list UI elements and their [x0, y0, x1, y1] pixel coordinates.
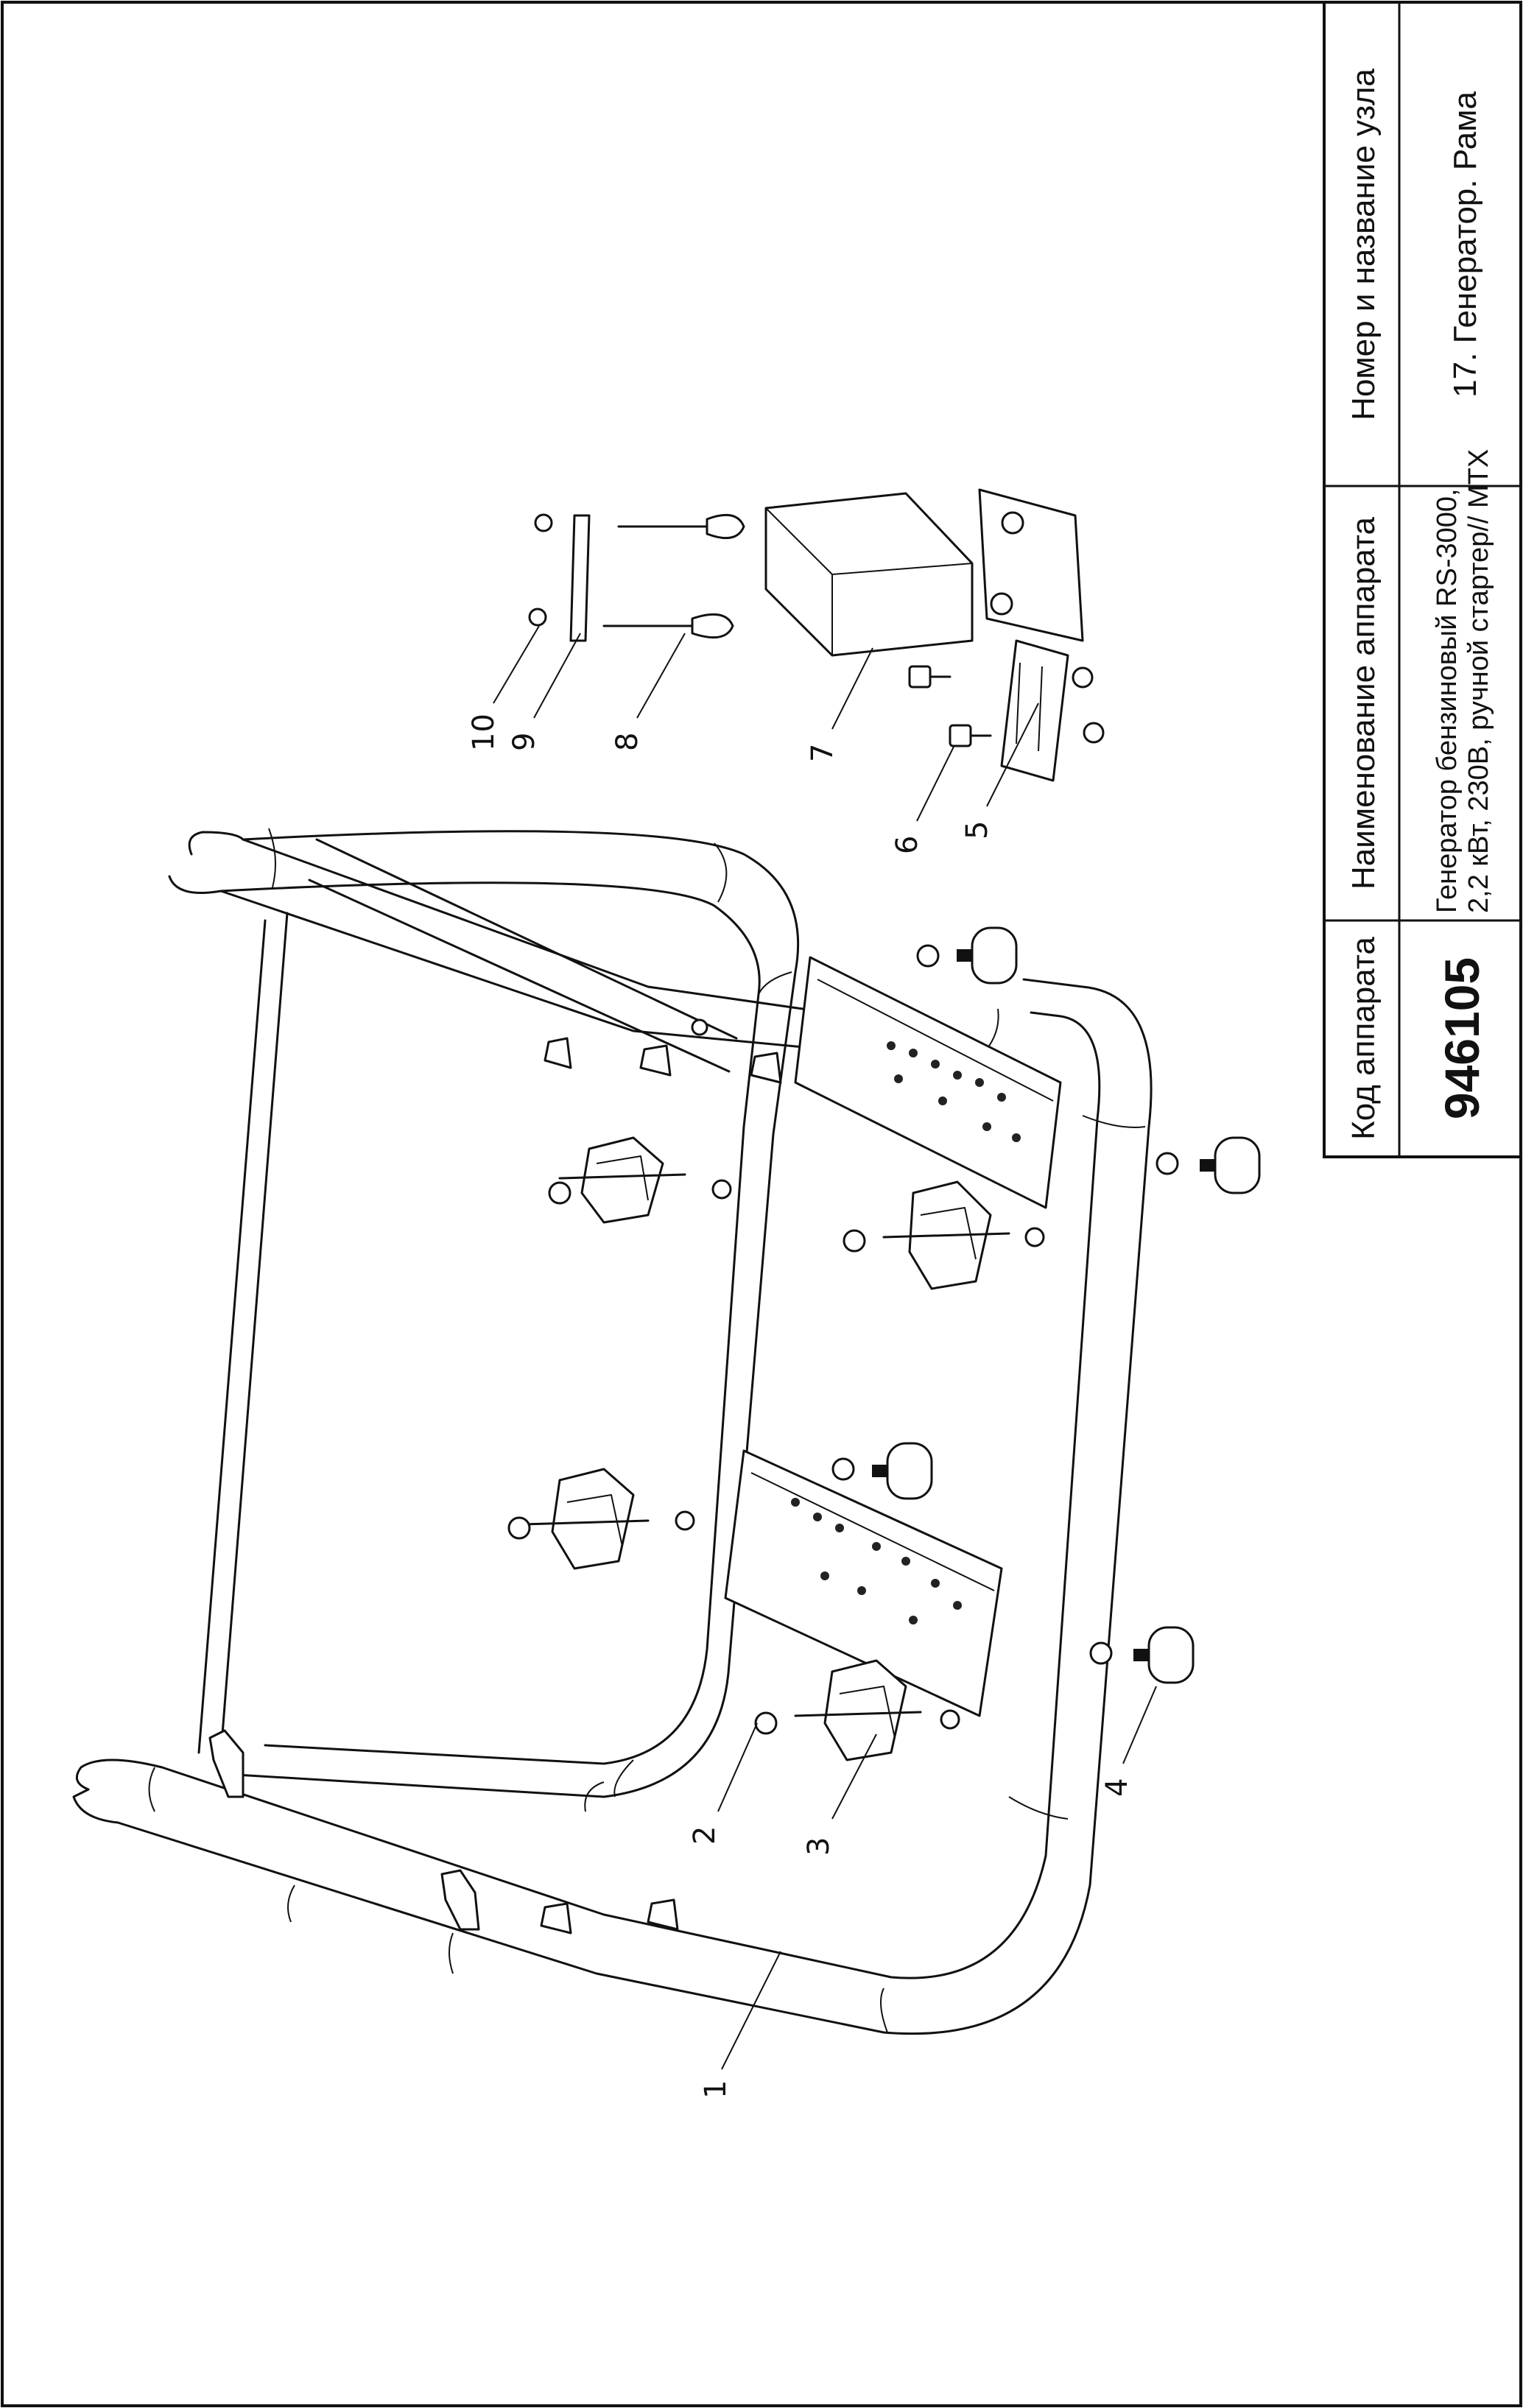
foot-4 [1089, 1626, 1195, 1684]
callout-4: 4 [1100, 1778, 1134, 1797]
unit-header: Номер и название узла [1346, 68, 1382, 420]
callouts: 1 2 3 4 5 6 7 8 9 10 [467, 625, 1157, 2099]
callout-8: 8 [611, 733, 644, 751]
vibration-mounts [507, 1136, 1045, 1761]
battery-box [764, 492, 974, 657]
name-header: Наименование аппарата [1346, 517, 1382, 890]
foot-3 [831, 1442, 933, 1500]
nut-top [534, 513, 553, 532]
foot-1 [916, 926, 1018, 985]
mount-c [843, 1180, 1045, 1290]
callout-3: 3 [802, 1837, 836, 1856]
foot-2 [1156, 1136, 1261, 1194]
mount-b [507, 1468, 695, 1570]
callout-9: 9 [507, 733, 541, 751]
small-parts [528, 488, 1105, 782]
code-value: 946105 [1435, 957, 1489, 1119]
nut-bottom [528, 608, 547, 627]
title-block: Код аппарата 946105 Наименование аппарат… [1323, 1, 1522, 1158]
battery-straps [602, 513, 745, 639]
battery-bracket [978, 488, 1084, 782]
unit-value: 17. Генератор. Рама [1447, 91, 1483, 398]
name-value-line2: 2,2 кВт, 230В, ручной стартер// MTX [1463, 449, 1494, 913]
rail-holes [791, 1041, 1021, 1624]
channel-rails [724, 956, 1062, 1717]
clamp-plate [569, 514, 591, 642]
bolts [908, 665, 1105, 747]
callout-5: 5 [960, 821, 994, 839]
mount-d [754, 1659, 960, 1761]
callout-7: 7 [806, 744, 840, 762]
name-value-line1: Генератор бензиновый RS-3000, [1432, 488, 1463, 913]
callout-6: 6 [890, 836, 924, 854]
rubber-feet [831, 926, 1261, 1684]
callout-1: 1 [699, 2080, 733, 2099]
code-header: Код аппарата [1346, 937, 1382, 1140]
frame-tube [72, 828, 1153, 2035]
callout-2: 2 [688, 1826, 722, 1845]
callout-10: 10 [467, 714, 501, 751]
mount-a [548, 1136, 732, 1224]
